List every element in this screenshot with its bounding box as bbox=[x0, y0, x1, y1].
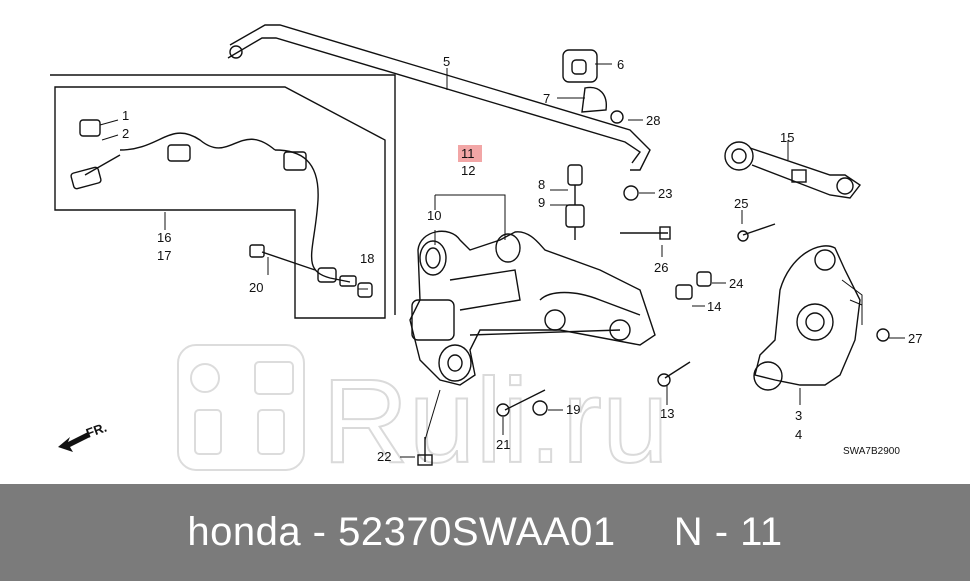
part-label-22: 22 bbox=[377, 449, 391, 464]
part-label-6: 6 bbox=[617, 57, 624, 72]
stabilizer-bar bbox=[227, 24, 651, 171]
footer-text: honda - 52370SWAA01 N - 11 bbox=[187, 510, 783, 554]
part-label-3: 3 bbox=[795, 408, 802, 423]
part-label-12: 12 bbox=[461, 163, 475, 178]
part-label-16: 16 bbox=[157, 230, 171, 245]
part-11-highlight bbox=[458, 145, 482, 162]
part-label-15: 15 bbox=[780, 130, 794, 145]
part-label-13: 13 bbox=[660, 406, 674, 421]
lower-arm-assembly bbox=[409, 230, 656, 386]
part-label-20: 20 bbox=[249, 280, 263, 295]
part-label-27: 27 bbox=[908, 331, 922, 346]
sensor-harness-group bbox=[50, 74, 396, 319]
part-label-14: 14 bbox=[707, 299, 721, 314]
upper-arm bbox=[724, 141, 862, 242]
part-label-8: 8 bbox=[538, 177, 545, 192]
diagram-code: SWA7B2900 bbox=[843, 446, 900, 457]
stabilizer-link bbox=[565, 164, 639, 240]
part-label-23: 23 bbox=[658, 186, 672, 201]
part-label-18: 18 bbox=[360, 251, 374, 266]
bolts bbox=[417, 226, 712, 466]
part-label-24: 24 bbox=[729, 276, 743, 291]
knuckle bbox=[753, 245, 890, 391]
part-label-19: 19 bbox=[566, 402, 580, 417]
part-label-21: 21 bbox=[496, 437, 510, 452]
part-label-7: 7 bbox=[543, 91, 550, 106]
part-label-9: 9 bbox=[538, 195, 545, 210]
watermark-text: Ruli.ru bbox=[322, 354, 669, 484]
part-label-4: 4 bbox=[795, 427, 802, 442]
part-label-5: 5 bbox=[443, 54, 450, 69]
front-arrow-icon bbox=[58, 432, 90, 452]
leader-lines bbox=[99, 63, 905, 458]
part-label-1: 1 bbox=[122, 108, 129, 123]
footer-banner: honda - 52370SWAA01 N - 11 bbox=[0, 484, 970, 581]
parts-diagram: Ruli.ru bbox=[50, 24, 923, 484]
part-label-10: 10 bbox=[427, 208, 441, 223]
part-label-17: 17 bbox=[157, 248, 171, 263]
front-direction-indicator: FR. bbox=[58, 420, 109, 452]
part-labels: 1 2 3 4 5 6 7 8 9 10 11 12 13 14 15 16 1… bbox=[122, 54, 922, 464]
front-direction-label: FR. bbox=[84, 420, 109, 441]
bushing-bracket bbox=[562, 49, 624, 124]
part-label-11: 11 bbox=[461, 146, 475, 161]
part-label-26: 26 bbox=[654, 260, 668, 275]
part-label-2: 2 bbox=[122, 126, 129, 141]
watermark: Ruli.ru bbox=[177, 344, 670, 484]
part-label-28: 28 bbox=[646, 113, 660, 128]
part-label-25: 25 bbox=[734, 196, 748, 211]
